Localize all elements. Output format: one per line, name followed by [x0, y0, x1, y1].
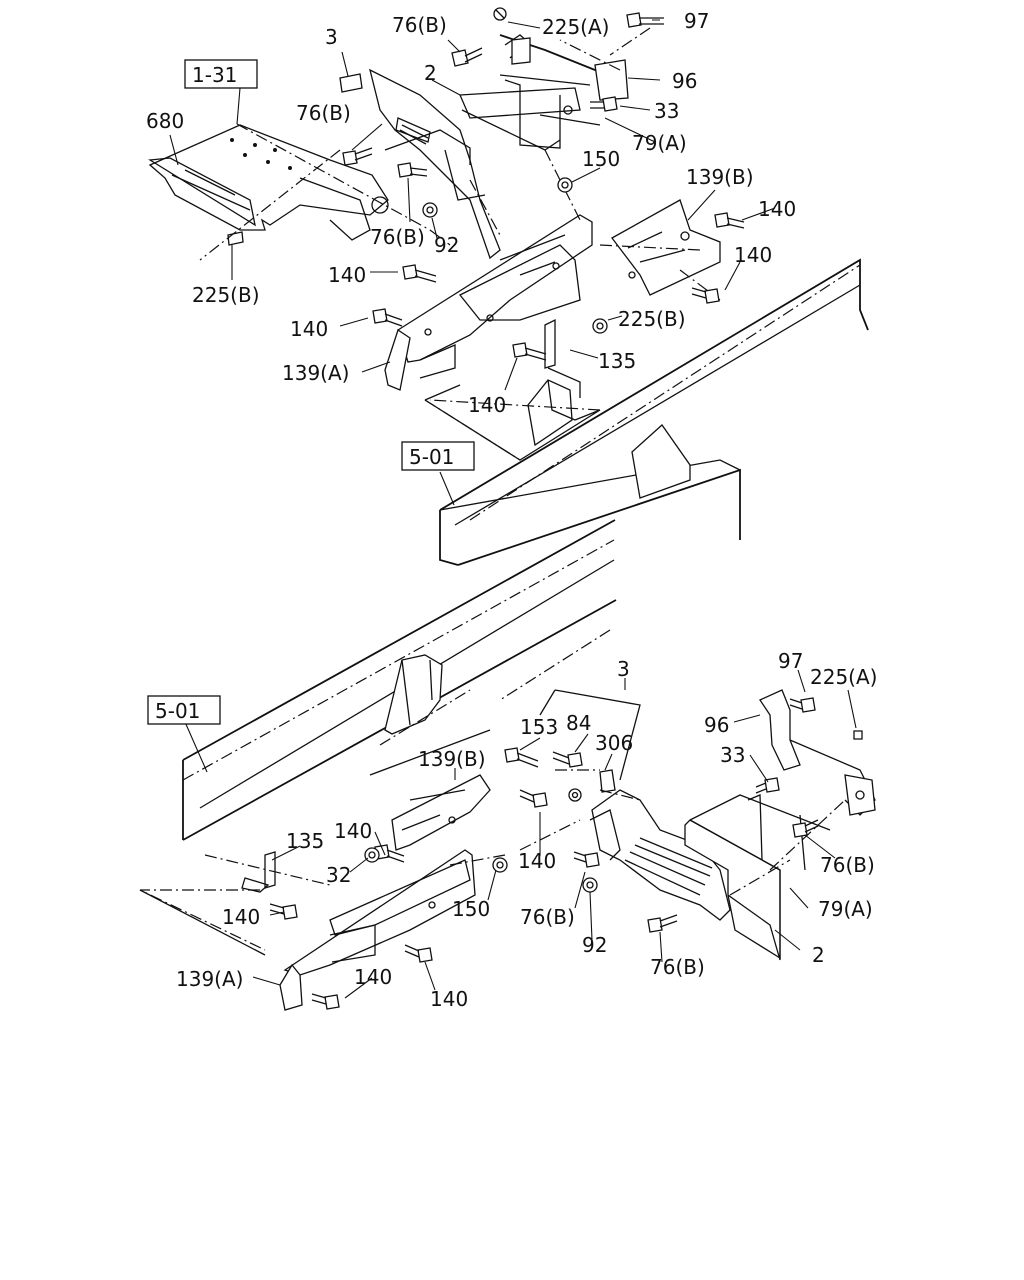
callout-76b-top: 76(B): [392, 13, 447, 37]
callout-140-bottom: 140: [468, 393, 506, 417]
callout-150-bottom: 150: [452, 897, 490, 921]
bracket-139b-bottom-part: [391, 774, 491, 851]
callout-140-bottom-d: 140: [354, 965, 392, 989]
callout-33-bottom: 33: [720, 743, 745, 767]
callout-2-bottom: 2: [812, 943, 825, 967]
frame-rail-bottom: [182, 519, 617, 841]
callout-33-top: 33: [654, 99, 679, 123]
callout-84: 84: [566, 711, 591, 735]
callout-92-top: 92: [434, 233, 459, 257]
callout-150-top: 150: [582, 147, 620, 171]
callout-76b-bottom-a: 76(B): [520, 905, 575, 929]
callout-153: 153: [520, 715, 558, 739]
assembly-frame-bottom: [139, 689, 641, 956]
ref-box-5-01-bottom[interactable]: [147, 695, 221, 725]
callout-140-bottom-b: 140: [518, 849, 556, 873]
callout-139a-bottom: 139(A): [176, 967, 243, 991]
callout-139b-top: 139(B): [686, 165, 754, 189]
callout-97-bottom: 97: [778, 649, 803, 673]
callout-225b-right: 225(B): [618, 307, 686, 331]
callout-225b-left: 225(B): [192, 283, 260, 307]
fasteners-bottom: [269, 697, 863, 1010]
frame-rail-top: [439, 258, 869, 566]
callout-139b-bottom: 139(B): [418, 747, 486, 771]
fasteners-top: [342, 7, 745, 361]
leaders-bottom: [184, 669, 857, 999]
callout-76b-mid: 76(B): [296, 101, 351, 125]
callout-140-bottom-c: 140: [222, 905, 260, 929]
callout-140-bottom-a: 140: [334, 819, 372, 843]
callout-96-bottom: 96: [704, 713, 729, 737]
callout-139a-top: 139(A): [282, 361, 349, 385]
floor-plate-part: [148, 124, 389, 246]
bracket-139a-bottom-part: [279, 849, 476, 1011]
callout-3-bottom: 3: [617, 657, 630, 681]
callout-135-top: 135: [598, 349, 636, 373]
assembly-frame-top: [424, 384, 601, 461]
mudflap-bottom-part: [684, 794, 831, 961]
ref-label-5-01-bottom: 5-01: [155, 699, 200, 723]
callout-3-top: 3: [325, 25, 338, 49]
callout-79a-top: 79(A): [632, 131, 687, 155]
callout-76b-low: 76(B): [370, 225, 425, 249]
bracket-139a-part: [384, 214, 593, 391]
callout-97-top: 97: [684, 9, 709, 33]
ref-box-5-01-top[interactable]: [401, 441, 475, 471]
leaders-top: [169, 19, 776, 506]
bracket-135-part: [544, 318, 581, 398]
callout-96-top: 96: [672, 69, 697, 93]
callout-306: 306: [595, 731, 633, 755]
callout-79a-bottom: 79(A): [818, 897, 873, 921]
callout-140-left2: 140: [290, 317, 328, 341]
callout-225a-bottom: 225(A): [810, 665, 877, 689]
ref-box-1-31[interactable]: [184, 59, 258, 89]
callout-32: 32: [326, 863, 351, 887]
callout-92-bottom: 92: [582, 933, 607, 957]
callout-2-top: 2: [424, 61, 437, 85]
callout-76b-bottom-b: 76(B): [650, 955, 705, 979]
callout-76b-bottom-c: 76(B): [820, 853, 875, 877]
callout-140-right: 140: [758, 197, 796, 221]
step-part-bottom: [589, 769, 731, 921]
callout-140-bottom-e: 140: [430, 987, 468, 1011]
callout-680: 680: [146, 109, 184, 133]
bracket-139b-part: [611, 199, 721, 296]
top-assembly: 1-31 5-01 680 225(B) 3 2 76(B) 225(A) 97…: [146, 7, 869, 566]
callout-140-right2: 140: [734, 243, 772, 267]
ref-label-1-31: 1-31: [192, 63, 237, 87]
ref-label-5-01-top: 5-01: [409, 445, 454, 469]
bracket-135-bottom-part: [241, 851, 276, 893]
bracket-96-bottom-part: [759, 689, 876, 816]
callout-225a-top: 225(A): [542, 15, 609, 39]
bottom-assembly: 5-01 3 153 84 306 97 225(A) 96 33 139(B)…: [139, 519, 877, 1011]
callout-135-bottom: 135: [286, 829, 324, 853]
callout-140-left1: 140: [328, 263, 366, 287]
